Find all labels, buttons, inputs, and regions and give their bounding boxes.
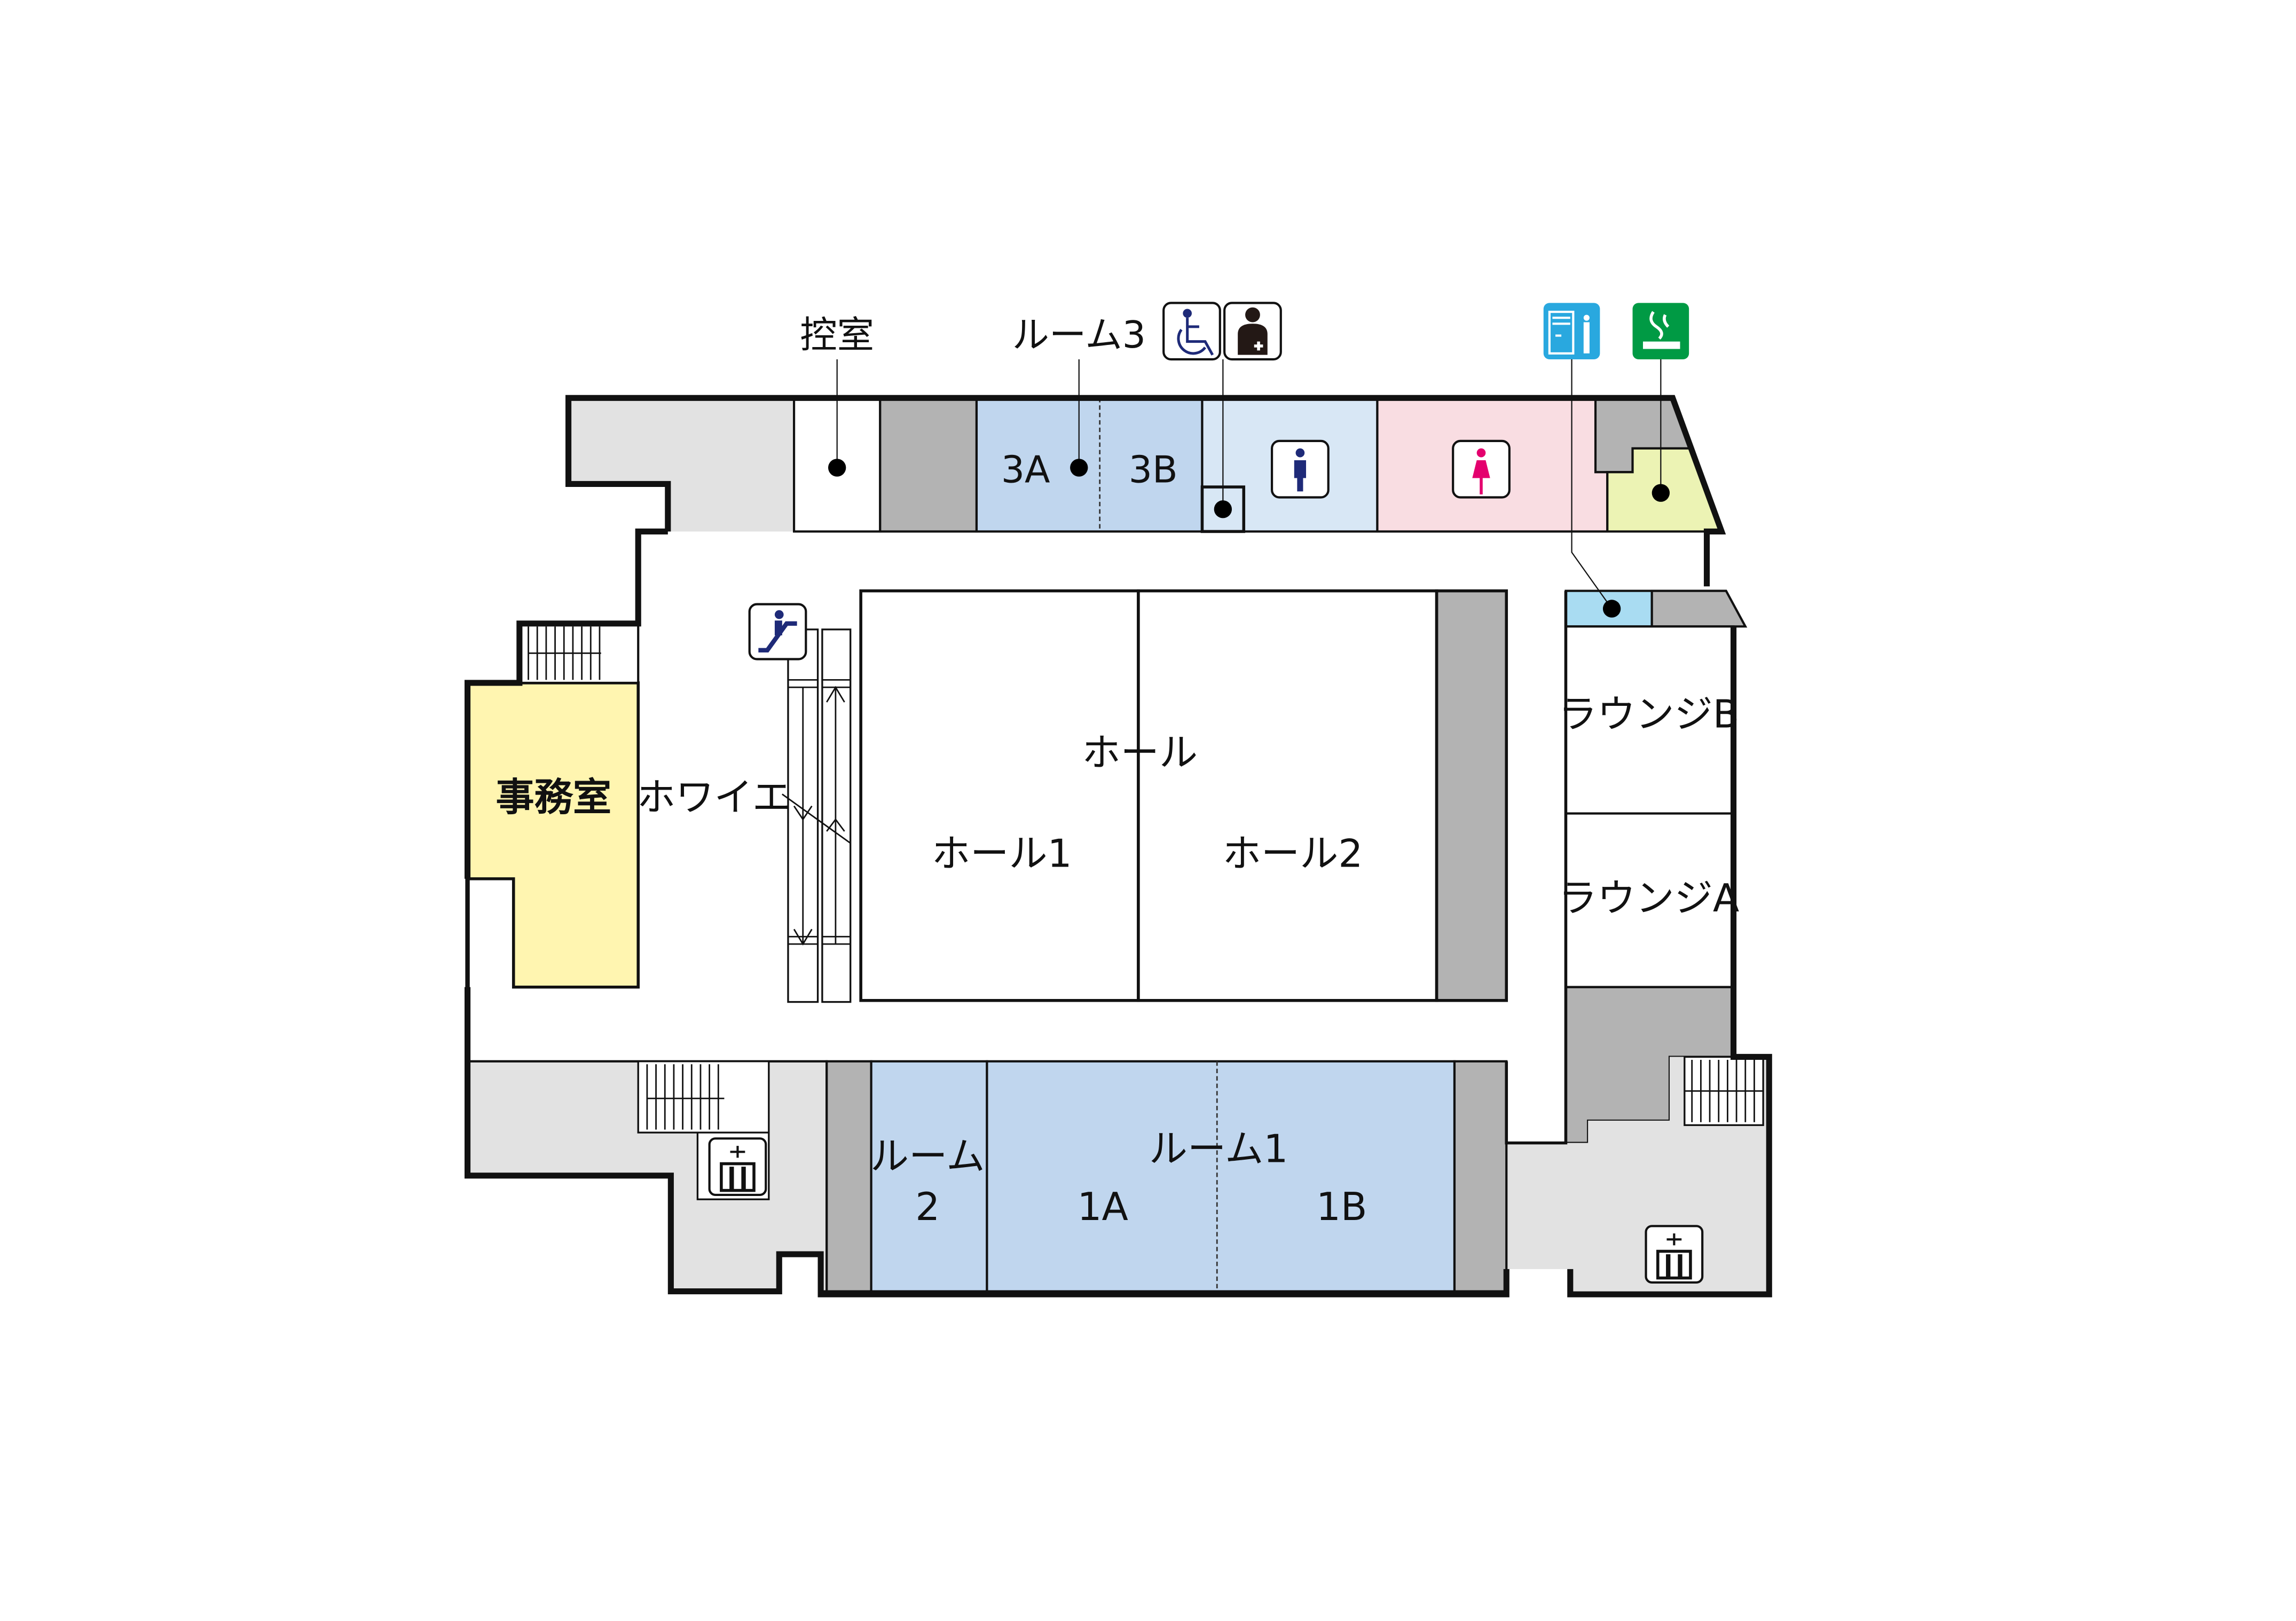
label-lounge-a: ラウンジA [1559, 876, 1739, 921]
hall-1[interactable] [859, 589, 1140, 1002]
stairs-bottom-left [637, 1060, 770, 1134]
top-left-service-area [568, 398, 795, 532]
label-room3: ルーム3 [1012, 314, 1146, 357]
label-room3b: 3B [1129, 449, 1178, 492]
lounge-b[interactable] [1564, 625, 1735, 815]
hall-2[interactable] [1137, 589, 1438, 1002]
label-room1a: 1A [1078, 1185, 1128, 1230]
label-room1: ルーム1 [1149, 1127, 1288, 1172]
label-waiting-room: 控室 [800, 314, 874, 357]
wheelchair-icon [1162, 302, 1221, 361]
room-1[interactable] [986, 1060, 1456, 1293]
label-room1b: 1B [1316, 1185, 1367, 1230]
leader-lines [836, 359, 1662, 609]
storage-top [879, 397, 978, 533]
hall-stage [1435, 589, 1508, 1002]
elevator-icon [1645, 1225, 1704, 1284]
smoking-area-icon [1632, 303, 1689, 360]
label-office: 事務室 [496, 775, 611, 820]
office-room[interactable] [466, 681, 640, 989]
escalator-arrows [782, 679, 851, 946]
label-foyer: ホワイエ [637, 775, 791, 820]
room-fills [466, 397, 1770, 1295]
womens-toilet-icon [1452, 439, 1511, 499]
elevator-icon [708, 1137, 767, 1196]
label-hall2: ホール2 [1223, 832, 1363, 877]
storage-bottom-right [1453, 1060, 1508, 1293]
label-room3a: 3A [1001, 449, 1050, 492]
vending-machine-icon [1543, 303, 1600, 360]
lounge-a[interactable] [1564, 812, 1735, 988]
storage-bottom-left [825, 1060, 872, 1293]
wall-bottom-right [1505, 591, 1568, 1145]
service-right [1650, 589, 1748, 628]
location-dots [828, 459, 1670, 618]
first-aid-icon [1223, 302, 1282, 361]
label-room2-line2: 2 [915, 1185, 940, 1230]
stair-treads [528, 626, 1764, 1130]
label-hall: ホール [1082, 731, 1198, 776]
mens-toilet-icon [1271, 439, 1330, 499]
outer-walls [465, 395, 1772, 1297]
label-lounge-b: ラウンジB [1559, 692, 1740, 737]
escalator-icon [748, 603, 807, 660]
label-room2-line1: ルーム [870, 1135, 985, 1179]
label-hall1: ホール1 [932, 832, 1072, 877]
